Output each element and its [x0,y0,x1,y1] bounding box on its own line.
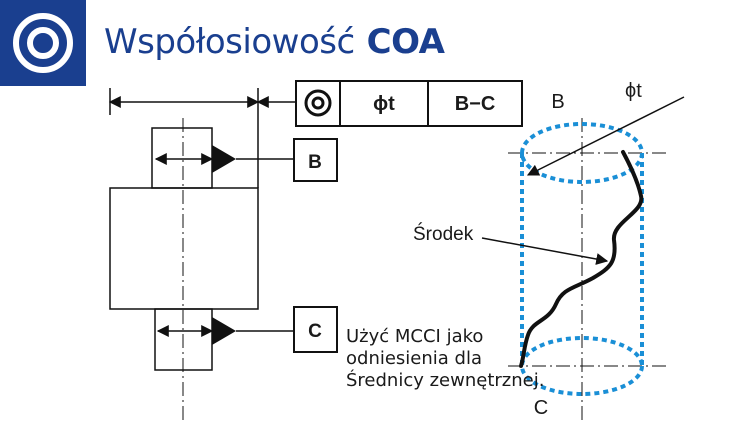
axis-curve [519,150,644,368]
cylinder-label-c: C [534,397,548,419]
cylinder-tolerance-label: ϕt [625,80,642,102]
note-line-2: odniesienia dla [346,348,482,369]
feature-control-frame: ϕt B−C [295,80,523,127]
part-drawing [109,118,294,420]
center-label: Środek [413,223,474,245]
note-line-1: Użyć MCCI jako [346,326,484,347]
concentricity-symbol-icon [13,13,73,73]
note-text: Użyć MCCI jako odniesienia dla Średnicy … [346,326,546,392]
title-code: COA [366,22,445,62]
note-line-3: Średnicy zewnętrznej. [346,370,545,391]
dimension-line [108,88,296,188]
datum-c-label: C [308,321,322,342]
datum-c-box: C [293,306,338,353]
tolerance-zone-cylinder: B C ϕt Środek [413,80,685,420]
header-badge [0,0,86,86]
title-main: Współosiowość [104,22,355,62]
frame-tolerance: ϕt [373,93,395,115]
page-title: Współosiowość COA [104,22,445,62]
datum-b-box: B [293,138,338,182]
cylinder-label-b: B [551,91,564,113]
frame-datum-ref: B−C [455,93,496,115]
frame-concentricity-icon [304,89,332,117]
datum-b-label: B [308,152,322,173]
